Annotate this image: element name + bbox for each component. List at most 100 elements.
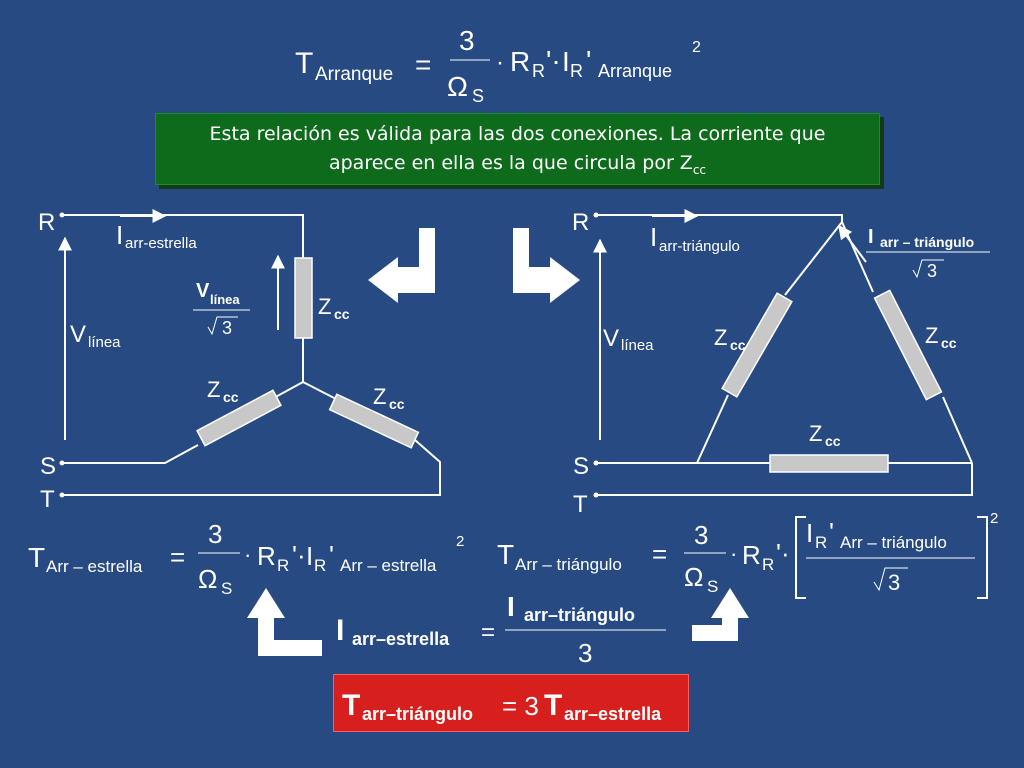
svg-text:Arr – triángulo: Arr – triángulo	[515, 555, 622, 574]
svg-text:R: R	[277, 556, 289, 575]
svg-text:R: R	[742, 540, 761, 570]
svg-text:Arranque: Arranque	[598, 61, 672, 81]
svg-text:': '	[329, 540, 334, 570]
svg-text:Z: Z	[207, 377, 220, 402]
star-labels: R S T I arr-estrella V línea V línea 3 Z…	[38, 209, 405, 513]
svg-text:Arr – triángulo: Arr – triángulo	[840, 533, 947, 552]
svg-text:Arr – estrella: Arr – estrella	[46, 557, 143, 576]
svg-text:Z: Z	[318, 294, 331, 319]
svg-text:I: I	[507, 591, 515, 622]
svg-text:cc: cc	[223, 389, 239, 405]
svg-text:T: T	[573, 491, 588, 518]
svg-text:línea: línea	[621, 337, 654, 354]
svg-text:I: I	[562, 46, 570, 77]
svg-text:V: V	[196, 280, 210, 302]
svg-text:Z: Z	[373, 384, 386, 409]
svg-text:2: 2	[692, 39, 701, 56]
svg-text:V: V	[603, 325, 619, 352]
svg-text:Ω: Ω	[198, 564, 217, 594]
svg-text:R: R	[762, 555, 774, 574]
svg-text:I: I	[650, 222, 657, 252]
svg-text:cc: cc	[730, 337, 746, 353]
svg-text:': '	[586, 45, 591, 76]
svg-text:arr – triángulo: arr – triángulo	[880, 234, 974, 250]
svg-text:=: =	[481, 619, 495, 646]
resistor-delta-bottom	[769, 454, 889, 473]
svg-text:3: 3	[927, 261, 937, 281]
svg-text:S: S	[472, 86, 484, 106]
svg-text:T: T	[544, 689, 562, 722]
arrow-up-right-icon	[692, 588, 749, 641]
svg-text:T: T	[497, 539, 514, 570]
svg-text:R: R	[572, 209, 589, 236]
svg-text:Z: Z	[809, 421, 822, 446]
star-circuit	[58, 209, 441, 496]
svg-text:3: 3	[208, 519, 222, 549]
svg-text:=: =	[170, 542, 185, 572]
svg-text:I: I	[306, 541, 313, 571]
resistor-star-right	[328, 393, 420, 449]
svg-text:arr–estrella: arr–estrella	[564, 704, 662, 724]
top-formula: T Arranque = 3 Ω S · R R '· I R ' Arranq…	[295, 25, 701, 106]
svg-text:R: R	[257, 541, 276, 571]
resistor-delta-right	[873, 289, 943, 401]
current-relation-formula: I arr–estrella = I arr–triángulo 3	[336, 591, 666, 668]
svg-text:'·: '·	[292, 540, 306, 570]
svg-text:2: 2	[990, 510, 998, 527]
arrow-up-left-icon	[247, 588, 322, 656]
note-line-1: Esta relación es válida para las dos con…	[209, 123, 826, 145]
svg-text:S: S	[221, 579, 232, 598]
delta-labels: R S T I arr-triángulo V línea I arr – tr…	[572, 209, 990, 518]
svg-text:3: 3	[888, 570, 900, 595]
svg-text:'·: '·	[546, 45, 561, 76]
svg-text:arr–triángulo: arr–triángulo	[524, 605, 635, 625]
svg-text:R: R	[38, 209, 55, 236]
svg-text:S: S	[707, 577, 718, 596]
svg-text:R: R	[510, 46, 530, 77]
svg-text:·: ·	[730, 541, 737, 566]
svg-text:I: I	[116, 220, 123, 250]
svg-text:arr-triángulo: arr-triángulo	[659, 238, 740, 255]
svg-text:Arr – estrella: Arr – estrella	[340, 556, 437, 575]
svg-text:=: =	[415, 49, 431, 80]
svg-text:3: 3	[459, 25, 475, 56]
arrow-down-left-icon	[368, 228, 435, 303]
svg-text:Ω: Ω	[684, 562, 703, 592]
star-torque-formula: T Arr – estrella = 3 Ω S · R R '· I R ' …	[28, 519, 464, 598]
svg-text:3: 3	[694, 520, 708, 550]
svg-text:Z: Z	[714, 325, 727, 350]
note-line-2: aparece en ella es la que circula por Zc…	[328, 152, 707, 177]
svg-text:3: 3	[578, 638, 592, 668]
svg-text:I: I	[336, 614, 344, 647]
svg-text:I: I	[806, 518, 813, 548]
resistor-star-vertical	[294, 257, 313, 339]
svg-text:S: S	[40, 453, 56, 480]
svg-text:R: R	[570, 61, 583, 81]
svg-text:I: I	[868, 226, 874, 248]
svg-text:R: R	[314, 556, 326, 575]
svg-text:': '	[829, 517, 834, 547]
svg-text:línea: línea	[210, 292, 240, 307]
svg-text:cc: cc	[334, 306, 350, 322]
svg-text:arr–triángulo: arr–triángulo	[362, 704, 473, 724]
svg-text:T: T	[342, 689, 360, 722]
svg-text:cc: cc	[941, 335, 957, 351]
arrow-down-right-icon	[513, 228, 580, 303]
svg-text:Arranque: Arranque	[315, 64, 393, 85]
note-box: Esta relación es válida para las dos con…	[155, 113, 880, 185]
svg-text:'·: '·	[776, 538, 790, 568]
svg-text:·: ·	[244, 542, 251, 567]
svg-text:= 3: = 3	[502, 691, 539, 721]
svg-text:R: R	[815, 533, 827, 552]
svg-text:V: V	[70, 321, 86, 348]
svg-text:=: =	[652, 539, 667, 569]
svg-text:cc: cc	[389, 396, 405, 412]
svg-text:Ω: Ω	[447, 71, 468, 102]
svg-text:cc: cc	[825, 433, 841, 449]
result-box: T arr–triángulo = 3 T arr–estrella	[333, 674, 689, 732]
svg-text:R: R	[532, 61, 545, 81]
svg-text:T: T	[295, 47, 313, 80]
svg-text:T: T	[40, 486, 55, 513]
